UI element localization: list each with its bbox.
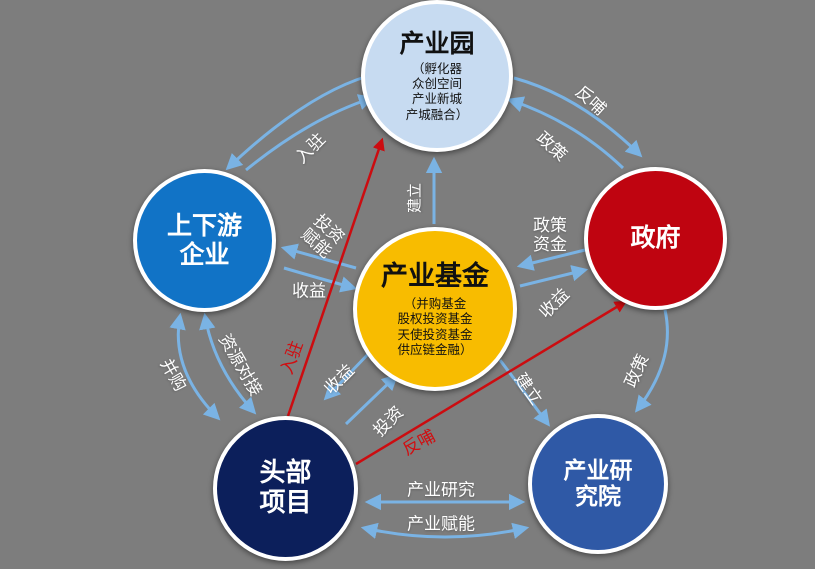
label-fund-park: 建立 [405, 182, 424, 214]
label-head-inst-research: 产业研究 [407, 480, 475, 501]
industrial-park-sub-2: 众创空间 [411, 76, 462, 92]
industrial-park-sub-1: （孵化器 [411, 60, 462, 76]
industry-fund-sub-1: （并购基金 [403, 296, 467, 312]
industry-fund-sub-2: 股权投资基金 [397, 311, 473, 327]
research-institute-title-line-2: 究院 [575, 484, 621, 510]
label-gov-fund-policy: 政策 资金 [533, 215, 567, 255]
industrial-park-node: 产业园 （孵化器 众创空间 产业新城 产城融合） [361, 0, 513, 152]
arrow-park-gov-inner [506, 96, 625, 170]
industrial-park-sub-3: 产业新城 [411, 91, 462, 107]
arrow-fund-updown [280, 243, 357, 270]
industry-fund-sub-3: 天使投资基金 [397, 326, 473, 342]
leading-project-title-line-2: 项目 [259, 487, 312, 518]
leading-project-title-line-1: 头部 [259, 457, 312, 488]
arrow-gov-inst [634, 309, 669, 413]
industry-fund-node: 产业基金 （并购基金 股权投资基金 天使投资基金 供应链金融） [353, 227, 517, 391]
label-gov-fund-policy-2: 资金 [533, 235, 567, 255]
government-title: 政府 [630, 223, 681, 253]
leading-project-node: 头部 项目 [213, 416, 358, 561]
industrial-park-title: 产业园 [399, 29, 475, 59]
arrow-updown-head-right [199, 312, 257, 415]
arrow-head-fund-invest [344, 373, 399, 426]
label-fund-updown-return: 收益 [292, 281, 326, 302]
supply-chain-title-line-2: 企业 [179, 239, 230, 269]
research-institute-node: 产业研 究院 [528, 414, 668, 554]
supply-chain-enterprise-node: 上下游 企业 [133, 169, 276, 312]
red-arrow-head-gov [355, 300, 628, 466]
arrow-gov-fund [516, 248, 586, 271]
label-head-inst-enable: 产业赋能 [407, 514, 475, 535]
arrow-fund-gov [519, 265, 589, 288]
arrow-park-updown-outer [225, 74, 369, 171]
arrow-fund-head-return [323, 348, 374, 401]
arrow-updown-fund [283, 266, 358, 293]
arrow-fund-inst [498, 359, 550, 427]
research-institute-title-line-1: 产业研 [563, 457, 633, 484]
arrow-inst-head [360, 522, 530, 539]
industry-fund-title: 产业基金 [381, 260, 489, 292]
industrial-park-sub-4: 产城融合） [405, 106, 469, 122]
red-arrow-head-park [286, 137, 385, 417]
label-gov-fund-policy-1: 政策 [533, 215, 567, 236]
industry-fund-sub-4: 供应链金融） [397, 341, 473, 357]
arrow-park-updown-inner [245, 94, 376, 172]
supply-chain-title-line-1: 上下游 [166, 210, 242, 240]
government-node: 政府 [584, 167, 727, 310]
arrow-park-gov-outer [513, 76, 643, 158]
